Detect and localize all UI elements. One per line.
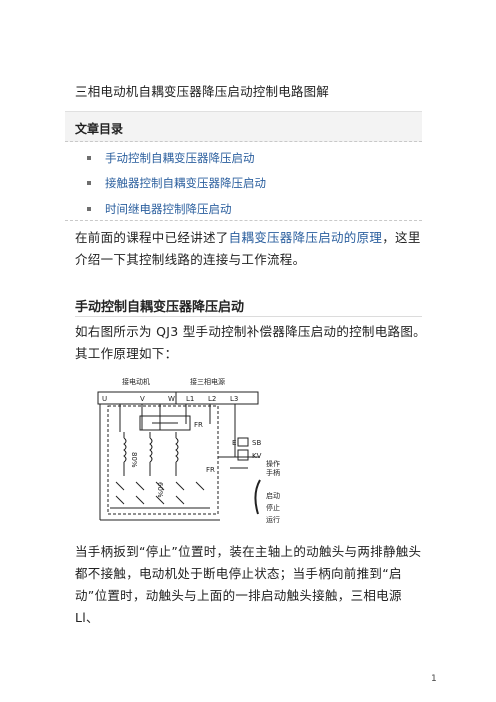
label-kv: KV: [252, 452, 262, 460]
toc-item-manual[interactable]: 手动控制自耦变压器降压启动: [87, 150, 255, 166]
section-paragraph: 如右图所示为 QJ3 型手动控制补偿器降压启动的控制电路图。其工作原理如下：: [75, 324, 426, 361]
label-operate: 操作: [266, 459, 280, 468]
label-60pct: 60%: [156, 482, 164, 498]
label-start: 启动: [266, 491, 280, 500]
table-of-contents: 文章目录 手动控制自耦变压器降压启动 接触器控制自耦变压器降压启动 时间继电器控…: [65, 111, 422, 221]
label-l1: L1: [186, 395, 194, 403]
toc-link[interactable]: 手动控制自耦变压器降压启动: [105, 151, 255, 165]
section-underline: [75, 316, 422, 317]
principle-link[interactable]: 自耦变压器降压启动的原理: [228, 230, 383, 245]
section-paragraph: 当手柄扳到“停止”位置时，装在主轴上的动触头与两排静触头都不接触，电动机处于断电…: [75, 544, 422, 625]
toc-item-contactor[interactable]: 接触器控制自耦变压器降压启动: [87, 175, 266, 191]
toc-link[interactable]: 时间继电器控制降压启动: [105, 202, 232, 216]
label-80pct: 80%: [130, 452, 138, 468]
label-supply: 接三相电源: [190, 377, 225, 386]
label-stop: 停止: [266, 503, 280, 512]
section-heading: 手动控制自耦变压器降压启动: [75, 300, 245, 315]
toc-header: 文章目录: [65, 111, 422, 142]
toc-divider: [65, 220, 422, 221]
label-sb: SB: [252, 439, 261, 447]
label-u: U: [102, 395, 107, 403]
toc-heading: 文章目录: [75, 122, 124, 136]
label-run: 运行: [266, 515, 280, 524]
intro-text: 在前面的课程中已经讲述了: [75, 230, 229, 245]
label-handle: 手柄: [266, 468, 280, 477]
label-l2: L2: [208, 395, 216, 403]
circuit-diagram: 接电动机 接三相电源 U V W L1 L2 L3 FR SB KV E FR …: [97, 377, 280, 524]
label-v: V: [140, 395, 145, 403]
toc-link[interactable]: 接触器控制自耦变压器降压启动: [105, 176, 266, 190]
toc-divider: [65, 141, 422, 142]
bullet-icon: [87, 206, 91, 211]
label-e: E: [232, 439, 236, 447]
label-l3: L3: [230, 395, 238, 403]
bullet-icon: [87, 155, 91, 160]
label-fr-top: FR: [194, 421, 203, 429]
label-motor: 接电动机: [122, 377, 150, 386]
intro-paragraph: 在前面的课程中已经讲述了自耦变压器降压启动的原理，这里介绍一下其控制线路的连接与…: [75, 227, 427, 271]
page-number: 1: [431, 674, 437, 684]
bullet-icon: [87, 180, 91, 185]
label-fr-bottom: FR: [206, 466, 215, 474]
intro-text: ，这里介绍一下其控制线路的连接与工作流程。: [75, 230, 421, 267]
page-title: 三相电动机自耦变压器降压启动控制电路图解: [75, 84, 330, 99]
label-w: W: [168, 395, 175, 403]
toc-item-timer[interactable]: 时间继电器控制降压启动: [87, 201, 232, 217]
